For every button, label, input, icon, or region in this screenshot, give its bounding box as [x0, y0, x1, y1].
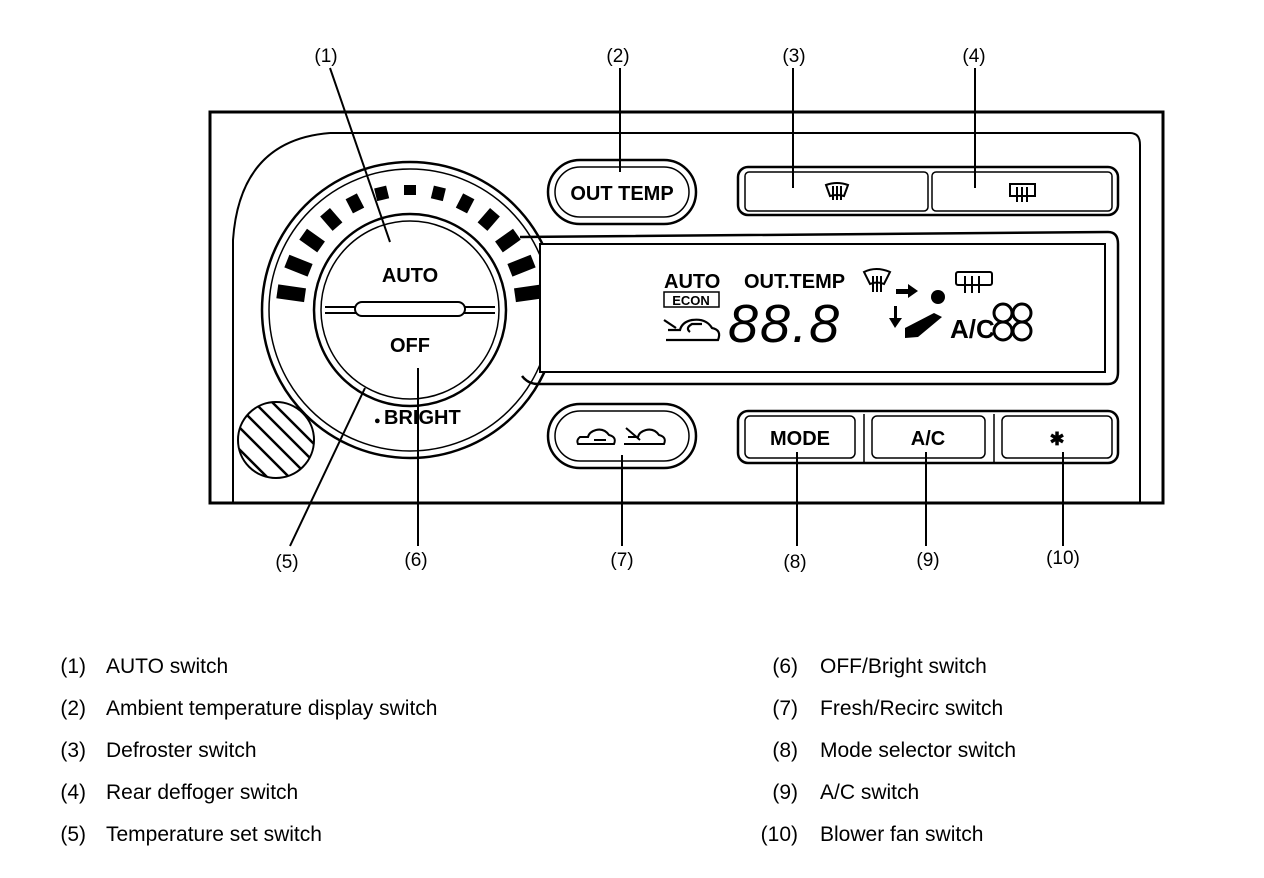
panel-outer-frame — [208, 110, 1165, 505]
mode-button[interactable]: MODE — [744, 415, 856, 459]
temperature-scale-segment — [513, 284, 544, 303]
out-temp-button[interactable]: OUT TEMP — [546, 158, 698, 226]
out-temp-label: OUT TEMP — [570, 183, 673, 205]
callout-2: (2) — [606, 46, 629, 67]
lcd-defrost-mode-icon — [862, 268, 892, 292]
blower-fan-button[interactable]: ✱ — [1001, 415, 1113, 459]
legend-num: (5) — [60, 823, 86, 846]
lcd-recirc-icon — [663, 318, 721, 342]
legend-item: (1) AUTO switch — [52, 646, 437, 688]
legend-text: Temperature set switch — [106, 823, 322, 846]
legend-item: (4) Rear deffoger switch — [52, 772, 437, 814]
legend-left: (1) AUTO switch (2) Ambient temperature di… — [52, 646, 437, 856]
legend-item: (8) Mode selector switch — [752, 730, 1016, 772]
callout-6: (6) — [404, 550, 427, 571]
fresh-recirc-button[interactable] — [546, 402, 698, 470]
lcd-econ-indicator: ECON — [672, 293, 710, 308]
ac-label: A/C — [911, 428, 945, 450]
rear-defogger-icon — [1009, 183, 1036, 202]
panel-inner-frame-top — [330, 132, 1141, 502]
lcd-auto-indicator: AUTO — [664, 271, 720, 293]
rear-defogger-button[interactable] — [931, 171, 1113, 212]
temperature-scale-segment — [404, 185, 416, 195]
bright-dot: ● — [374, 415, 381, 427]
legend-text: Rear deffoger switch — [106, 781, 299, 804]
display-housing — [519, 230, 1120, 386]
legend-text: OFF/Bright switch — [820, 655, 987, 678]
callout-1: (1) — [314, 46, 337, 67]
callout-3: (3) — [782, 46, 805, 67]
off-switch-label[interactable]: OFF — [390, 335, 430, 357]
recirculate-icon — [576, 428, 616, 445]
fresh-air-icon — [624, 427, 666, 445]
legend-item: (6) OFF/Bright switch — [752, 646, 1016, 688]
temperature-scale-segment — [345, 193, 365, 214]
lcd-fan-icon — [992, 302, 1033, 342]
legend-item: (5) Temperature set switch — [52, 814, 437, 856]
legend-text: A/C switch — [820, 781, 920, 804]
legend-num: (7) — [772, 697, 798, 720]
temperature-scale-segment — [477, 208, 500, 231]
bright-label: BRIGHT — [384, 407, 461, 429]
defroster-button[interactable] — [744, 171, 929, 212]
temperature-scale-segment — [299, 228, 325, 253]
temperature-scale-segment — [430, 185, 446, 202]
fan-icon: ✱ — [1049, 429, 1064, 449]
callout-7: (7) — [610, 550, 633, 571]
lcd-rear-defog-icon — [955, 271, 993, 293]
temperature-scale-segment — [276, 284, 307, 303]
lcd-temperature-digits: 88.8 — [728, 294, 841, 354]
legend-item: (10) Blower fan switch — [752, 814, 1016, 856]
legend-text: Ambient temperature display switch — [106, 697, 438, 720]
legend-num: (4) — [60, 781, 86, 804]
legend-num: (10) — [760, 823, 798, 846]
legend-num: (9) — [772, 781, 798, 804]
callout-9: (9) — [916, 550, 939, 571]
callout-5: (5) — [275, 552, 298, 573]
temperature-scale-segment — [374, 185, 390, 202]
legend-right: (6) OFF/Bright switch (7) Fresh/Recirc swi… — [752, 646, 1016, 856]
legend-text: Blower fan switch — [820, 823, 984, 846]
temperature-scale-ticks — [276, 185, 544, 303]
temperature-scale-segment — [320, 208, 343, 231]
legend-item: (9) A/C switch — [752, 772, 1016, 814]
callout-10: (10) — [1046, 548, 1080, 569]
legend-item: (7) Fresh/Recirc switch — [752, 688, 1016, 730]
legend-num: (3) — [60, 739, 86, 762]
temperature-scale-segment — [284, 254, 313, 277]
legend-item: (3) Defroster switch — [52, 730, 437, 772]
callout-leaders — [289, 67, 1064, 547]
auto-switch-label[interactable]: AUTO — [382, 265, 438, 287]
temperature-scale-segment — [495, 228, 521, 253]
legend-text: Defroster switch — [106, 739, 257, 762]
legend-num: (1) — [60, 655, 86, 678]
legend-num: (6) — [772, 655, 798, 678]
legend-text: AUTO switch — [106, 655, 229, 678]
legend-num: (2) — [60, 697, 86, 720]
front-defroster-icon — [824, 182, 850, 200]
climate-control-diagram: AUTO OFF ● BRIGHT OUT TEMP — [208, 46, 1165, 573]
legend-text: Mode selector switch — [820, 739, 1017, 762]
callout-8: (8) — [783, 552, 806, 573]
mode-label: MODE — [770, 428, 830, 450]
lcd-out-temp-indicator: OUT.TEMP — [744, 271, 845, 293]
legend-item: (2) Ambient temperature display switch — [52, 688, 437, 730]
vent-grille-icon — [237, 401, 315, 479]
legend-text: Fresh/Recirc switch — [820, 697, 1004, 720]
temperature-scale-segment — [507, 254, 536, 277]
auto-off-knob[interactable]: AUTO OFF — [312, 212, 508, 408]
lcd-airflow-mode-icon — [889, 284, 945, 338]
legend-num: (8) — [772, 739, 798, 762]
callout-4: (4) — [962, 46, 985, 67]
panel-inner-frame-left — [232, 132, 331, 502]
temperature-scale-segment — [455, 193, 475, 214]
ac-button[interactable]: A/C — [871, 415, 986, 459]
lcd-ac-indicator: A/C — [950, 314, 995, 344]
